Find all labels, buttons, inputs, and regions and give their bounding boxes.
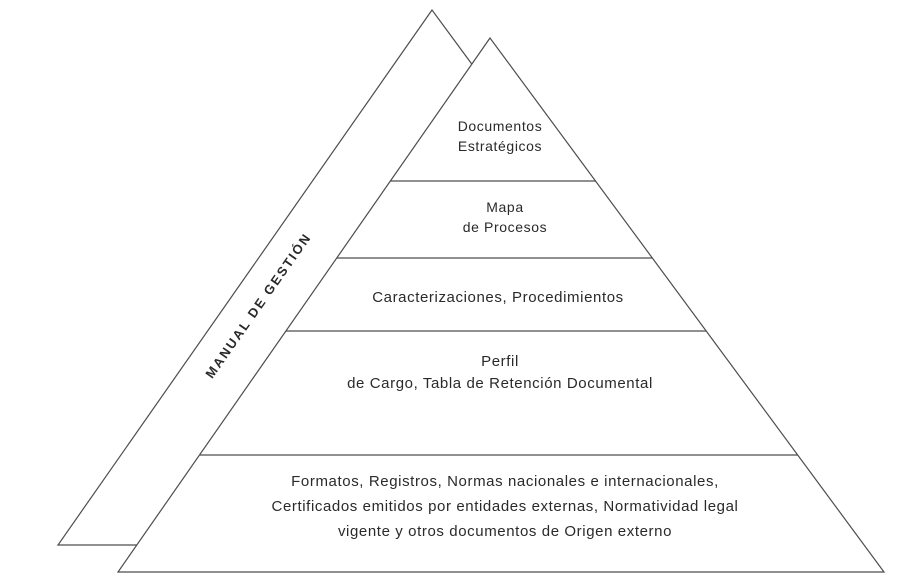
level-5-label-line-1: Formatos, Registros, Normas nacionales e…	[291, 473, 719, 490]
pyramid-triangle	[116, 36, 886, 573]
level-1-label-line-1: Documentos	[458, 118, 543, 134]
level-3-label-line-1: Caracterizaciones, Procedimientos	[372, 289, 624, 306]
level-1-label-line-2: Estratégicos	[458, 138, 542, 154]
level-4-label-line-2: de Cargo, Tabla de Retención Documental	[347, 375, 653, 392]
level-4-label-line-1: Perfil	[481, 353, 519, 370]
level-5-label-line-3: vigente y otros documentos de Origen ext…	[338, 523, 672, 540]
level-5-label-line-2: Certificados emitidos por entidades exte…	[272, 498, 739, 515]
level-2-label-line-1: Mapa	[486, 199, 523, 215]
level-2-label-line-2: de Procesos	[463, 219, 547, 235]
